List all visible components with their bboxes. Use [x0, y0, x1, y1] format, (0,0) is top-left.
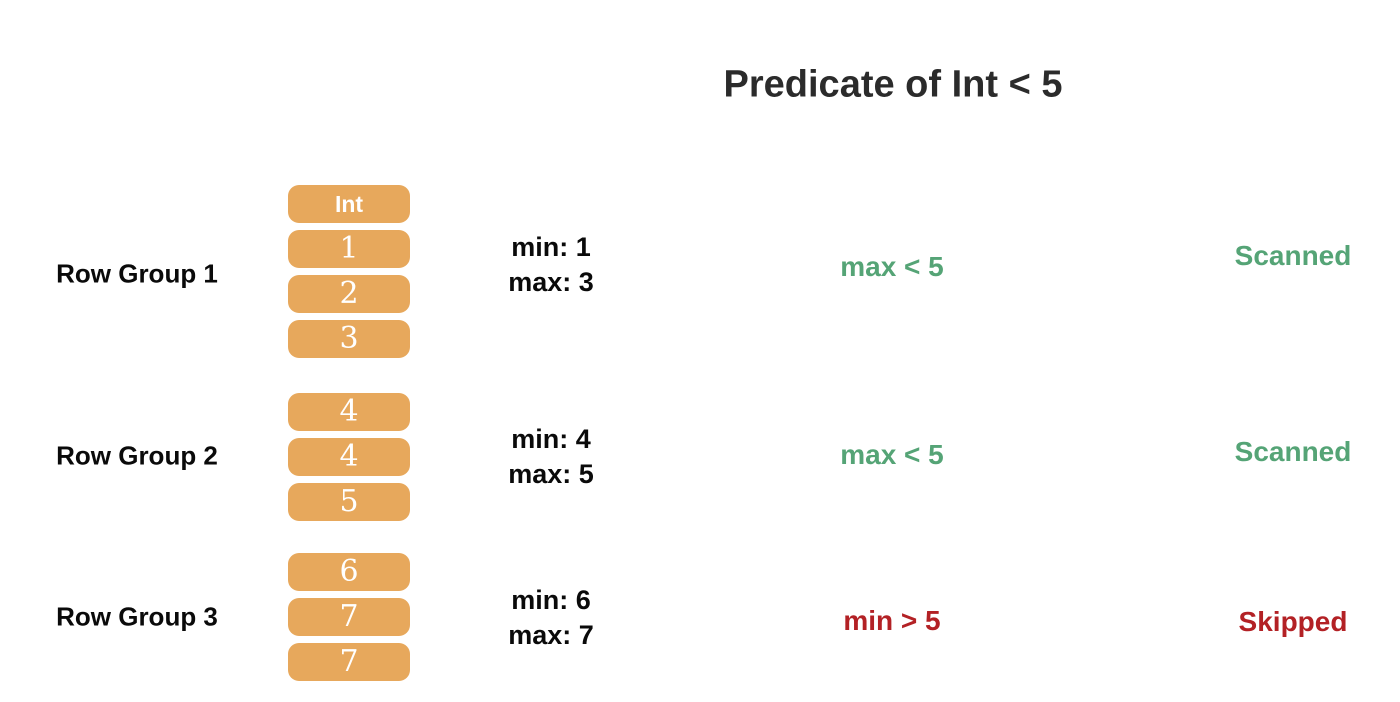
- column-cell: 1: [288, 230, 410, 268]
- page-title: Predicate of Int < 5: [723, 63, 1063, 106]
- row-group-1-stats: min: 1 max: 3: [508, 230, 594, 300]
- column-cell: 4: [288, 438, 410, 476]
- row-group-1-result: Scanned: [1234, 240, 1352, 271]
- row-group-2-condition: max < 5: [840, 439, 944, 470]
- row-group-2-result: Scanned: [1234, 436, 1352, 467]
- stat-min: min: 1: [511, 232, 591, 262]
- stat-max: max: 3: [508, 267, 594, 297]
- row-group-1-column-stack: Int 1 2 3: [288, 185, 410, 365]
- column-cell: 7: [288, 643, 410, 681]
- row-group-3-column-stack: 6 7 7: [288, 553, 410, 688]
- row-group-3-condition: min > 5: [843, 605, 941, 636]
- column-cell: 4: [288, 393, 410, 431]
- row-group-3-stats: min: 6 max: 7: [508, 583, 594, 653]
- stat-max: max: 5: [508, 459, 594, 489]
- column-cell: 7: [288, 598, 410, 636]
- column-cell: 6: [288, 553, 410, 591]
- row-group-2-stats: min: 4 max: 5: [508, 422, 594, 492]
- row-group-1-condition: max < 5: [840, 251, 944, 282]
- column-cell: 2: [288, 275, 410, 313]
- row-group-3-label: Row Group 3: [56, 601, 218, 632]
- column-cell: 5: [288, 483, 410, 521]
- row-group-2-column-stack: 4 4 5: [288, 393, 410, 528]
- column-header: Int: [288, 185, 410, 223]
- column-cell: 3: [288, 320, 410, 358]
- stat-min: min: 4: [511, 424, 591, 454]
- row-group-2-label: Row Group 2: [56, 440, 218, 471]
- row-group-1-label: Row Group 1: [56, 258, 218, 289]
- stat-max: max: 7: [508, 620, 594, 650]
- row-group-3-result: Skipped: [1238, 606, 1348, 637]
- stat-min: min: 6: [511, 585, 591, 615]
